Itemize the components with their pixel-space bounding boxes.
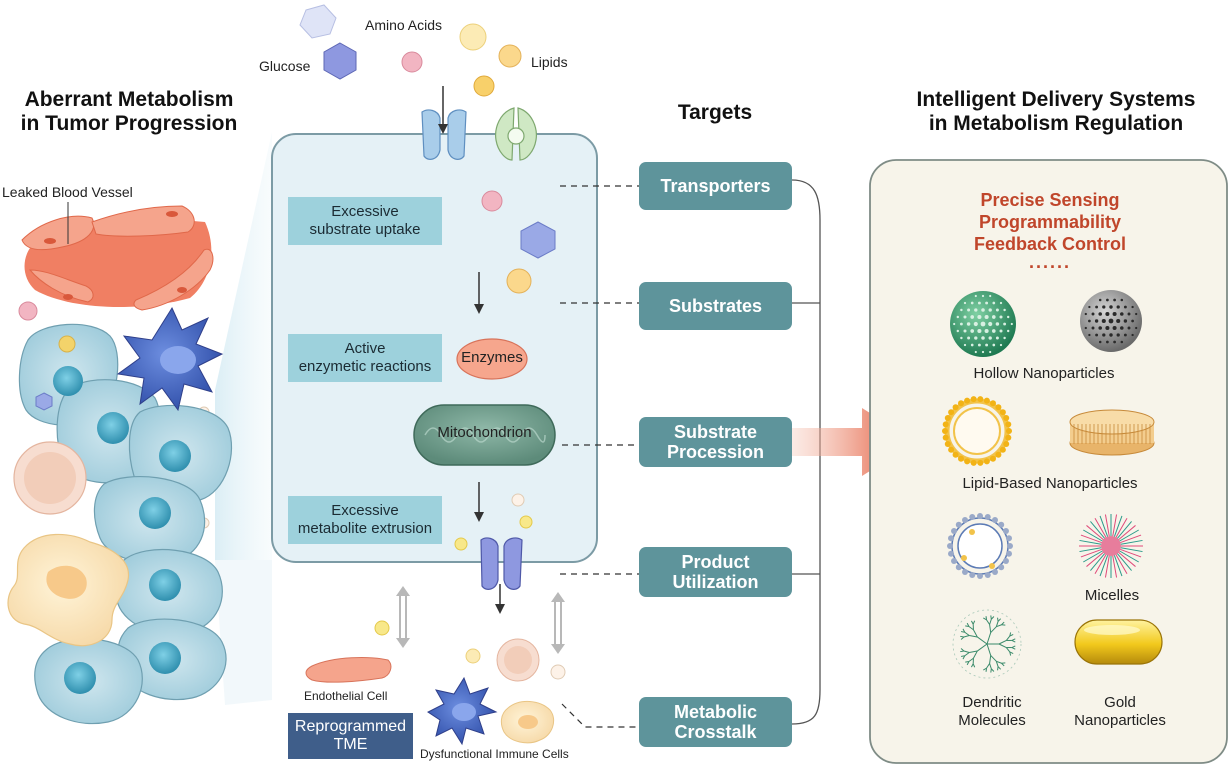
hollow-nanoparticle-grey: [1080, 290, 1142, 352]
endothelial-cell-label: Endothelial Cell: [304, 689, 388, 703]
enzymes-label: Enzymes: [461, 349, 523, 366]
right-panel-title: Intelligent Delivery Systems in Metaboli…: [880, 88, 1229, 136]
lipid-disc: [1069, 409, 1155, 456]
feature-ellipsis: ......: [1028, 252, 1071, 272]
gold-nanoparticle: [1074, 619, 1163, 665]
enzymatic-reactions-box: Active enzymetic reactions: [288, 334, 442, 382]
target-substrate-procession: Substrate Procession: [639, 417, 792, 467]
tme-line1: Reprogrammed: [294, 718, 407, 735]
enzymes-shape: [456, 338, 528, 380]
mitochondrion-shape: [413, 404, 556, 466]
dendritic-immune-cell: [116, 306, 224, 412]
immune-cells-label: Dysfunctional Immune Cells: [420, 747, 569, 761]
transporter-channel-blue: [421, 109, 467, 160]
dendritic-molecules-label: Dendritic Molecules: [944, 694, 1040, 730]
target-metabolic-crosstalk: Metabolic Crosstalk: [639, 697, 792, 747]
target-crosstalk-line1: Metabolic: [673, 702, 757, 722]
substrate-uptake-box: Excessive substrate uptake: [288, 197, 442, 245]
feature-programmability: Programmability: [978, 212, 1122, 232]
target-substrates-label: Substrates: [668, 296, 763, 316]
enzymatic-line1: Active: [344, 340, 386, 357]
metabolite-extrusion-box: Excessive metabolite extrusion: [288, 496, 442, 544]
targets-title: Targets: [677, 101, 753, 124]
target-product-line1: Product: [681, 552, 750, 572]
feature-precise-sensing: Precise Sensing: [980, 190, 1120, 210]
gold-line1: Gold: [1104, 694, 1136, 711]
glucose-label: Glucose: [259, 58, 311, 74]
target-procession-line2: Procession: [666, 442, 765, 462]
liposome: [942, 396, 1012, 466]
blood-vessel: [21, 205, 214, 311]
gold-line2: Nanoparticles: [1074, 712, 1166, 729]
left-title-line2: in Tumor Progression: [20, 112, 238, 135]
enzymatic-line2: enzymetic reactions: [298, 358, 432, 375]
target-procession-line1: Substrate: [673, 422, 758, 442]
right-title-line2: in Metabolism Regulation: [928, 112, 1184, 135]
reprogrammed-tme-box: Reprogrammed TME: [288, 713, 413, 759]
transporter-channel-green: [495, 107, 537, 161]
micelle: [1079, 514, 1143, 578]
hollow-nanoparticles-label: Hollow Nanoparticles: [973, 365, 1115, 382]
target-product-line2: Utilization: [672, 572, 759, 592]
amino-acids-label: Amino Acids: [365, 17, 443, 33]
micelles-label: Micelles: [1084, 587, 1140, 604]
uptake-line1: Excessive: [331, 203, 399, 220]
extrusion-line2: metabolite extrusion: [297, 520, 433, 537]
dendritic-line2: Molecules: [958, 712, 1026, 729]
exporter-channel: [480, 537, 523, 590]
dendritic-line1: Dendritic: [962, 694, 1022, 711]
uptake-line2: substrate uptake: [309, 221, 421, 238]
tme-line2: TME: [333, 736, 368, 753]
dendrimer: [952, 609, 1022, 679]
target-transporters: Transporters: [639, 162, 792, 210]
extrusion-line1: Excessive: [331, 502, 399, 519]
lipids-label: Lipids: [531, 54, 568, 70]
feature-list: Precise Sensing Programmability Feedback…: [900, 189, 1200, 272]
hollow-nanoparticle-green: [950, 291, 1016, 357]
target-transporters-label: Transporters: [660, 176, 771, 196]
mitochondrion-label: Mitochondrion: [437, 424, 532, 441]
leaked-blood-vessel-label: Leaked Blood Vessel: [2, 184, 133, 200]
target-substrates: Substrates: [639, 282, 792, 330]
right-title-line1: Intelligent Delivery Systems: [916, 88, 1196, 111]
left-panel-title: Aberrant Metabolism in Tumor Progression: [6, 88, 252, 136]
target-product-utilization: Product Utilization: [639, 547, 792, 597]
gold-nanoparticles-label: Gold Nanoparticles: [1064, 694, 1176, 730]
target-crosstalk-line2: Crosstalk: [674, 722, 757, 742]
feature-feedback-control: Feedback Control: [973, 234, 1127, 254]
lipid-nanoparticles-label: Lipid-Based Nanoparticles: [962, 475, 1138, 492]
vesicle: [947, 513, 1013, 579]
left-title-line1: Aberrant Metabolism: [24, 88, 234, 111]
